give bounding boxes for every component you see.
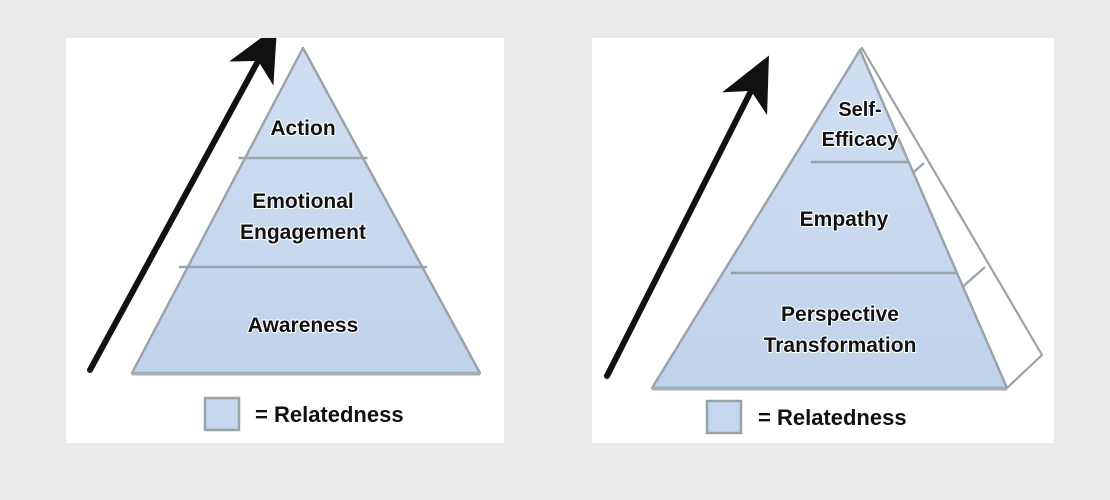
right-legend: = Relatedness	[705, 399, 908, 435]
right-pyramid-figure: Self- Efficacy Empathy Perspective Trans…	[604, 46, 1044, 435]
legend-label: = Relatedness	[255, 402, 404, 427]
level-label-self-efficacy-line2: Efficacy	[822, 129, 900, 151]
right-growth-arrow	[604, 55, 769, 379]
left-growth-arrow	[87, 38, 278, 373]
level-label-self-efficacy-line1: Self-	[838, 99, 881, 121]
left-pyramid-body	[130, 46, 482, 376]
left-diagram-panel: Action Emotional Engagement Awareness = …	[66, 38, 504, 443]
level-label-emotional-line1: Emotional	[252, 190, 354, 213]
level-label-awareness: Awareness	[248, 314, 359, 337]
level-label-emotional-line2: Engagement	[240, 221, 366, 244]
legend-label: = Relatedness	[758, 405, 907, 430]
growth-arrow-icon	[87, 38, 278, 373]
left-legend: = Relatedness	[203, 396, 405, 432]
level-label-action: Action	[270, 117, 335, 140]
left-pyramid-labels: Action Emotional Engagement Awareness	[239, 116, 367, 338]
growth-arrow-icon	[604, 55, 769, 379]
right-pyramid-body	[650, 48, 1009, 391]
right-pyramid-labels: Self- Efficacy Empathy Perspective Trans…	[762, 98, 917, 358]
right-diagram-panel: Self- Efficacy Empathy Perspective Trans…	[592, 38, 1054, 443]
level-label-perspective-line2: Transformation	[764, 334, 917, 357]
level-label-perspective-line1: Perspective	[781, 303, 899, 326]
left-pyramid-figure: Action Emotional Engagement Awareness = …	[87, 38, 482, 432]
legend-swatch	[705, 399, 743, 435]
legend-swatch	[203, 396, 241, 432]
level-label-empathy: Empathy	[800, 208, 889, 231]
